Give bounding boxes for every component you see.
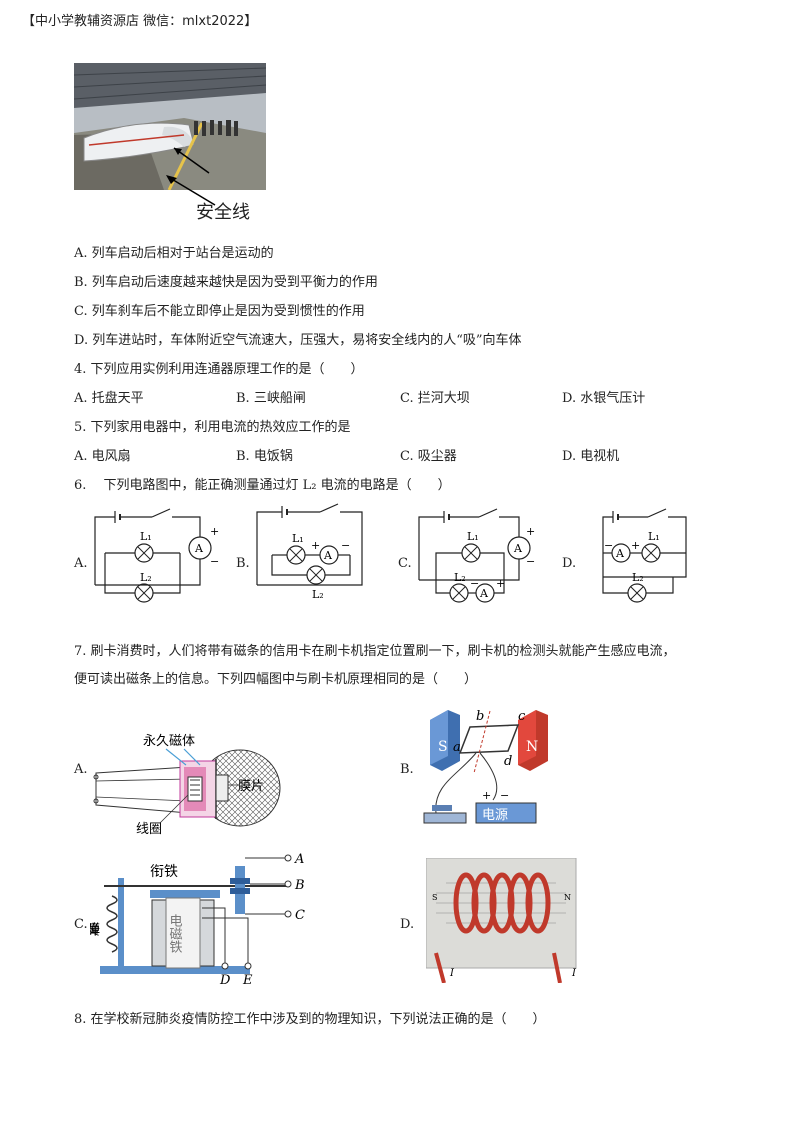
q7b-n-pole: N	[526, 739, 538, 755]
q5-stem: 5. 下列家用电器中，利用电流的热效应工作的是	[74, 420, 351, 435]
q7-fig-b-coil-in-magnet: S N a b c d + − 电源	[423, 709, 548, 824]
q6b-ammeter: A	[323, 549, 333, 562]
q7a-coil-label: 线圈	[136, 822, 162, 837]
q7c-electromagnet-label: 电磁铁	[167, 914, 183, 953]
q7d-n-label: N	[564, 893, 571, 902]
q7c-terminal-d: D	[219, 973, 231, 988]
q6-stem: 6. 下列电路图中，能正确测量通过灯 L₂ 电流的电路是（ ）	[74, 478, 451, 493]
train-station-image	[74, 63, 266, 190]
q6a-plus: +	[210, 525, 219, 538]
q7b-s-pole: S	[438, 739, 448, 755]
q6d-l1-label: L₁	[648, 530, 660, 543]
q6a-ammeter: A	[194, 542, 204, 555]
svg-text:A: A	[194, 542, 204, 555]
train-station-photo	[74, 63, 266, 190]
q7c-terminal-a: A	[294, 852, 304, 867]
q6c-l1-label: L₁	[467, 530, 479, 543]
q5-option-a: A. 电风扇	[74, 449, 131, 464]
q6-circuit-d: A L₁ L₂ − +	[602, 508, 687, 603]
q3-option-d: D. 列车进站时，车体附近空气流速大，压强大，易将安全线内的人“吸”向车体	[74, 333, 522, 348]
q6-letter-c: C.	[398, 556, 412, 571]
q6-letter-d: D.	[562, 556, 577, 571]
q6d-plus: +	[631, 539, 640, 552]
q7-stem-line2: 便可读出磁条上的信息。下列四幅图中与刷卡机原理相同的是（ ）	[74, 672, 478, 687]
q3-option-c: C. 列车刹车后不能立即停止是因为受到惯性的作用	[74, 304, 365, 319]
q6d-ammeter: A	[615, 547, 625, 560]
q6-circuit-a: A L₁ L₂ + −	[94, 508, 219, 603]
q6c-minus-1: −	[526, 555, 535, 568]
q6c-ammeter-1: A	[513, 542, 523, 555]
q5-option-c: C. 吸尘器	[400, 449, 457, 464]
q6c-plus-2: +	[496, 577, 505, 590]
q7-fig-c-relay: 衔铁 弹簧 电磁铁 A B C D E	[90, 852, 305, 988]
q7-letter-d: D.	[400, 917, 415, 932]
q6a-l2-label: L₂	[140, 571, 152, 584]
q7c-armature-label: 衔铁	[150, 864, 178, 880]
q6b-l2-label: L₂	[312, 588, 324, 601]
q7b-power-label: 电源	[482, 808, 508, 823]
q7c-terminal-c: C	[295, 908, 305, 923]
q6c-minus-2: −	[470, 577, 479, 590]
q7b-label-d: d	[504, 754, 512, 769]
q5-option-d: D. 电视机	[562, 449, 620, 464]
q7c-terminal-b: B	[294, 878, 305, 893]
q6-letter-a: A.	[74, 556, 88, 571]
q6-circuit-c: A A L₁ L₂ + − − +	[418, 508, 535, 603]
q4-option-a: A. 托盘天平	[74, 391, 144, 406]
q3-option-a: A. 列车启动后相对于站台是运动的	[74, 246, 274, 261]
q6d-minus: −	[604, 539, 613, 552]
q7b-label-b: b	[476, 709, 484, 724]
q7c-terminal-e: E	[242, 973, 253, 988]
q6d-l2-label: L₂	[632, 571, 644, 584]
q7b-plus: +	[482, 789, 491, 802]
q7d-s-label: S	[432, 893, 437, 902]
q3-option-b: B. 列车启动后速度越来越快是因为受到平衡力的作用	[74, 275, 378, 290]
q7-stem-line1: 7. 刷卡消费时，人们将带有磁条的信用卡在刷卡机指定位置刷一下，刷卡机的检测头就…	[74, 644, 676, 659]
q4-option-b: B. 三峡船闸	[236, 391, 306, 406]
q6b-minus: −	[341, 539, 350, 552]
page-header: 【中小学教辅资源店 微信：mlxt2022】	[22, 14, 258, 29]
q6-letter-b: B.	[236, 556, 250, 571]
photo-caption: 安全线	[196, 202, 250, 223]
q7-letter-b: B.	[400, 762, 414, 777]
q6-circuit-b: A L₁ L₂ + −	[256, 503, 363, 601]
safety-line-arrow	[166, 175, 216, 206]
q7a-diaphragm-label: 膜片	[238, 779, 264, 794]
q6b-plus: +	[311, 539, 320, 552]
q7-fig-d-solenoid: S N I I	[426, 858, 577, 983]
q8-stem: 8. 在学校新冠肺炎疫情防控工作中涉及到的物理知识，下列说法正确的是（ ）	[74, 1012, 546, 1027]
q6a-minus: −	[210, 555, 219, 568]
q6a-l1-label: L₁	[140, 530, 152, 543]
q6c-l2-label: L₂	[454, 571, 466, 584]
q6c-ammeter-2: A	[479, 587, 489, 600]
q7b-label-c: c	[518, 709, 526, 724]
q7a-magnet-label: 永久磁体	[143, 734, 195, 749]
q4-stem: 4. 下列应用实例利用连通器原理工作的是（ ）	[74, 362, 364, 377]
q7-fig-a-microphone: 永久磁体 线圈 膜片	[93, 734, 281, 837]
q7-letter-c: C.	[74, 917, 88, 932]
q7c-spring-label-1: 弹簧	[90, 922, 100, 936]
q7d-current-in: I	[449, 968, 455, 979]
q7b-minus: −	[500, 789, 509, 802]
q6b-l1-label: L₁	[292, 532, 304, 545]
q7-letter-a: A.	[74, 762, 88, 777]
q5-option-b: B. 电饭锅	[236, 449, 293, 464]
q4-option-d: D. 水银气压计	[562, 391, 646, 406]
q7b-label-a: a	[453, 740, 461, 755]
q4-option-c: C. 拦河大坝	[400, 391, 470, 406]
q6c-plus-1: +	[526, 525, 535, 538]
q7d-current-out: I	[571, 968, 577, 979]
